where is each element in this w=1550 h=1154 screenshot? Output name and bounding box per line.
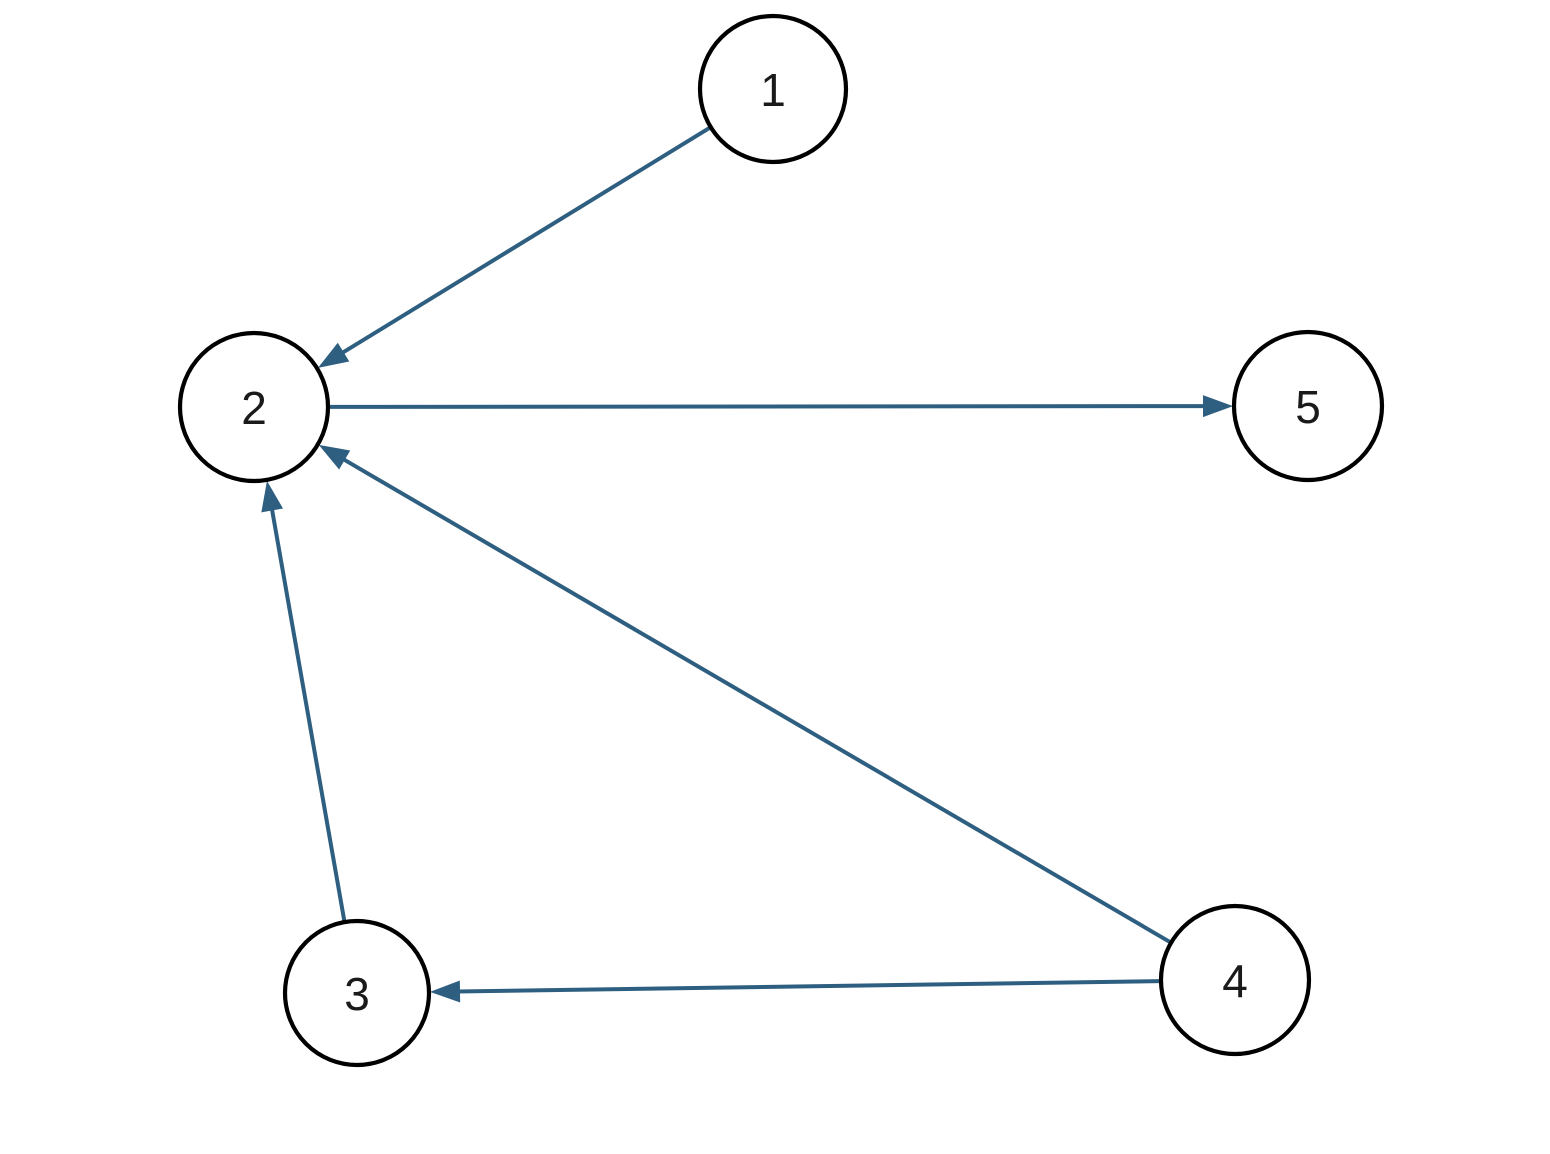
edge-line [341,456,1172,944]
edge-1-to-2[interactable] [317,125,711,368]
node-circle [177,330,331,484]
edge-3-to-2[interactable] [261,480,347,922]
edge-line [339,125,711,356]
node-circle [1158,903,1312,1057]
arrowhead-icon [261,480,284,513]
arrowhead-icon [1202,395,1233,418]
node-1[interactable]: 1 [697,13,849,165]
node-4[interactable]: 4 [1158,903,1312,1057]
nodes-layer: 1 2 3 4 5 [177,13,1385,1068]
arrowhead-icon [318,444,351,470]
node-label: 1 [760,64,786,116]
edge-line [328,404,1207,409]
edge-line [269,507,347,922]
arrowhead-icon [429,980,461,1003]
edge-4-to-2[interactable] [318,444,1172,944]
node-2[interactable]: 2 [177,330,331,484]
node-label: 5 [1295,381,1321,433]
node-circle [282,918,432,1068]
edge-line [456,979,1161,994]
node-circle [1231,329,1385,483]
node-circle [697,13,849,165]
node-label: 2 [241,382,267,434]
node-5[interactable]: 5 [1231,329,1385,483]
node-label: 4 [1222,955,1248,1007]
node-3[interactable]: 3 [282,918,432,1068]
node-label: 3 [344,968,370,1020]
edge-2-to-5[interactable] [328,395,1233,418]
edge-4-to-3[interactable] [429,979,1161,1003]
edges-layer [261,125,1233,1003]
arrowhead-icon [317,342,350,368]
